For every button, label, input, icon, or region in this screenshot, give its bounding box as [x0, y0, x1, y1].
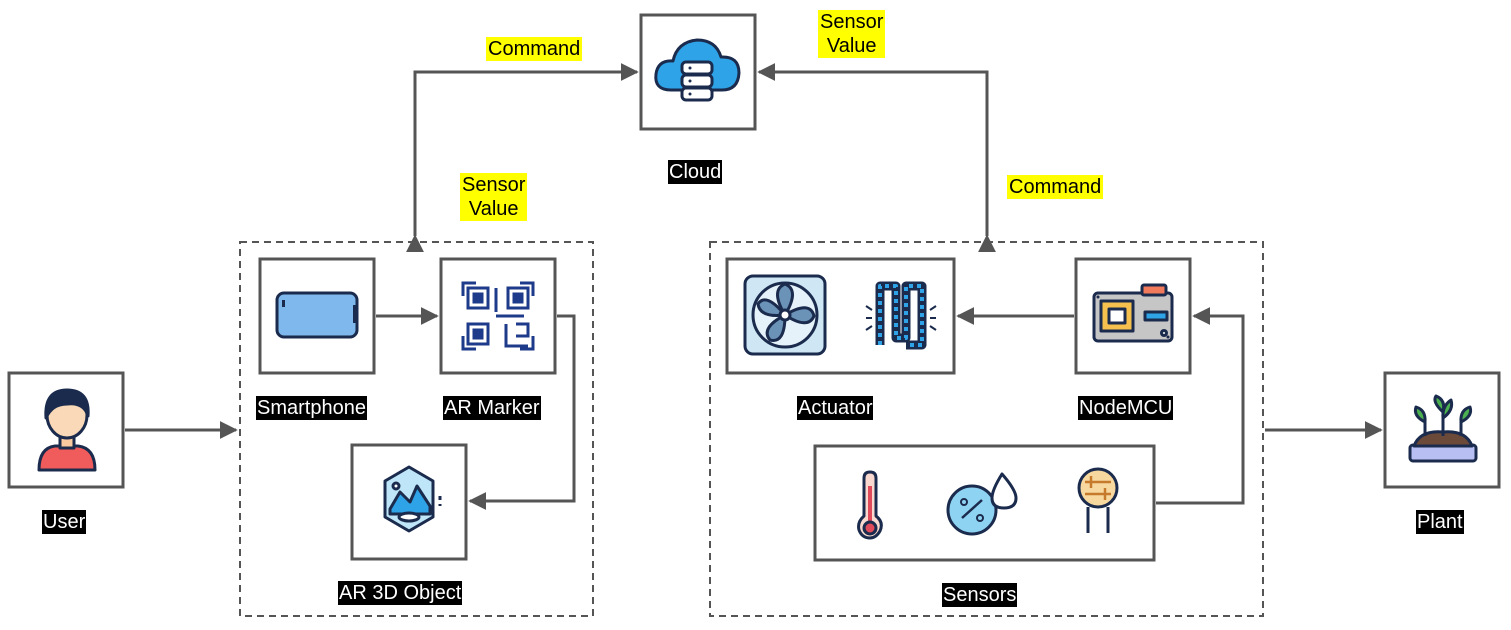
flow-label-sensor-value-left: Sensor Value	[460, 173, 528, 221]
label-sensors: Sensors	[942, 583, 1018, 607]
ar-app-group	[239, 241, 594, 617]
label-actuator: Actuator	[797, 396, 874, 420]
flow-label-command-right: Command	[1007, 175, 1104, 199]
label-cloud: Cloud	[668, 160, 723, 184]
flow-label-line: Value	[826, 35, 877, 57]
fan-icon	[743, 274, 827, 356]
3d-object-icon	[383, 465, 442, 533]
plant-icon	[1408, 394, 1478, 463]
smartphone-icon	[275, 291, 359, 339]
thermometer-icon	[857, 470, 883, 540]
conveyor-icon	[865, 281, 937, 350]
light-sensor-icon	[1077, 467, 1119, 533]
connector-cloud-to-device	[757, 63, 996, 253]
flow-label-line: Sensor	[462, 174, 526, 196]
label-ar-3d-object: AR 3D Object	[338, 581, 463, 605]
cloud-database-icon	[654, 38, 741, 102]
label-ar-marker: AR Marker	[443, 396, 541, 420]
label-plant: Plant	[1416, 510, 1464, 534]
connector-marker-to-3d-object	[468, 314, 576, 510]
flow-label-line: Sensor	[820, 11, 884, 33]
flow-label-sensor-value-right: Sensor Value	[818, 10, 886, 58]
humidity-icon	[946, 472, 1018, 536]
flow-label-line: Value	[468, 198, 519, 220]
label-smartphone: Smartphone	[256, 396, 367, 420]
microcontroller-icon	[1092, 283, 1174, 343]
qr-code-icon	[461, 281, 535, 351]
user-icon	[37, 388, 97, 472]
label-user: User	[42, 510, 87, 534]
connector-cloud-to-app	[406, 63, 639, 253]
flow-label-command-left: Command	[486, 37, 583, 61]
label-nodemcu: NodeMCU	[1078, 396, 1174, 420]
connector-sensors-to-nodemcu	[1156, 307, 1245, 505]
